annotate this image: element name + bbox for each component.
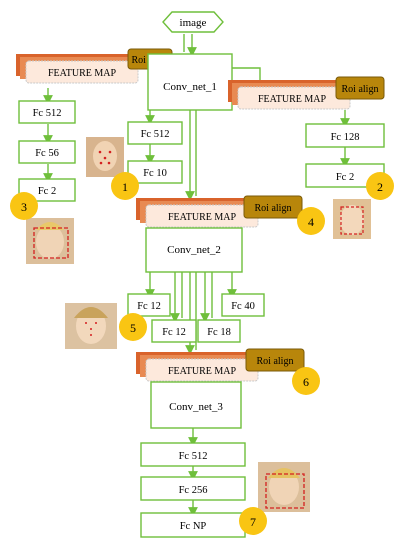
fc-label: Fc NP: [180, 521, 207, 532]
fc-final-2: Fc 256: [140, 476, 246, 501]
face-thumbnail-2: [333, 199, 371, 239]
fc-label: Fc 10: [143, 168, 167, 179]
roi-align-label: Roi align: [255, 203, 292, 214]
fc-label: Fc 40: [231, 301, 255, 312]
fc-label: Fc 128: [331, 132, 360, 143]
fc-conv2-a: Fc 12: [127, 293, 171, 317]
face-thumbnail-7: [258, 462, 310, 512]
badge-number: 1: [122, 180, 128, 194]
badge-number: 6: [303, 375, 309, 389]
badge-number: 4: [308, 215, 314, 229]
connector-lines: [43, 34, 350, 517]
input-node: image: [162, 11, 224, 33]
fc-label: Fc 12: [137, 301, 161, 312]
fc-final-3: Fc NP: [140, 512, 246, 538]
conv-net-3: Conv_net_3: [150, 381, 242, 429]
conv-net-label: Conv_net_2: [167, 244, 221, 256]
feature-map-label: FEATURE MAP: [168, 212, 237, 223]
feature-map-label: FEATURE MAP: [168, 366, 237, 377]
face-thumbnail-5: [65, 303, 117, 349]
badge-number: 7: [250, 515, 256, 529]
fc-mid-2: Fc 10: [127, 160, 183, 184]
fc-conv2-c: Fc 12: [151, 319, 197, 343]
feature-map-2: FEATURE MAP Roi align: [228, 76, 385, 110]
badge-3: 3: [10, 192, 38, 220]
fc-conv2-b: Fc 40: [221, 293, 265, 317]
conv-net-1: Conv_net_1: [147, 53, 233, 111]
conv-net-2: Conv_net_2: [145, 227, 243, 273]
fc-label: Fc 512: [141, 129, 170, 140]
feature-map-label: FEATURE MAP: [258, 94, 327, 105]
fc-label: Fc 12: [162, 327, 186, 338]
badge-number: 5: [130, 321, 136, 335]
badge-1: 1: [111, 172, 139, 200]
fc-label: Fc 56: [35, 148, 59, 159]
feature-map-label: FEATURE MAP: [48, 68, 117, 79]
fc-left-2: Fc 56: [18, 140, 76, 164]
fc-right-1: Fc 128: [305, 123, 385, 148]
feature-map-4: FEATURE MAP Roi align: [136, 348, 305, 382]
fc-label: Fc 2: [38, 186, 56, 197]
badge-4: 4: [297, 207, 325, 235]
face-thumbnail-1: [86, 137, 124, 177]
input-label: image: [180, 17, 207, 29]
conv-net-label: Conv_net_1: [163, 81, 217, 93]
conv-net-label: Conv_net_3: [169, 401, 223, 413]
fc-final-1: Fc 512: [140, 442, 246, 467]
fc-label: Fc 512: [33, 108, 62, 119]
feature-map-3: FEATURE MAP Roi align: [136, 195, 303, 228]
badge-7: 7: [239, 507, 267, 535]
badge-2: 2: [366, 172, 394, 200]
fc-left-1: Fc 512: [18, 100, 76, 124]
fc-label: Fc 18: [207, 327, 231, 338]
fc-conv2-d: Fc 18: [197, 319, 241, 343]
roi-align-label: Roi align: [257, 356, 294, 367]
badge-number: 2: [377, 180, 383, 194]
fc-label: Fc 2: [336, 172, 354, 183]
badge-number: 3: [21, 200, 27, 214]
roi-align-label: Roi align: [342, 84, 379, 95]
fc-mid-1: Fc 512: [127, 121, 183, 145]
badge-6: 6: [292, 367, 320, 395]
face-thumbnail-3: [26, 218, 74, 264]
fc-label: Fc 512: [179, 451, 208, 462]
fc-label: Fc 256: [179, 485, 208, 496]
badge-5: 5: [119, 313, 147, 341]
